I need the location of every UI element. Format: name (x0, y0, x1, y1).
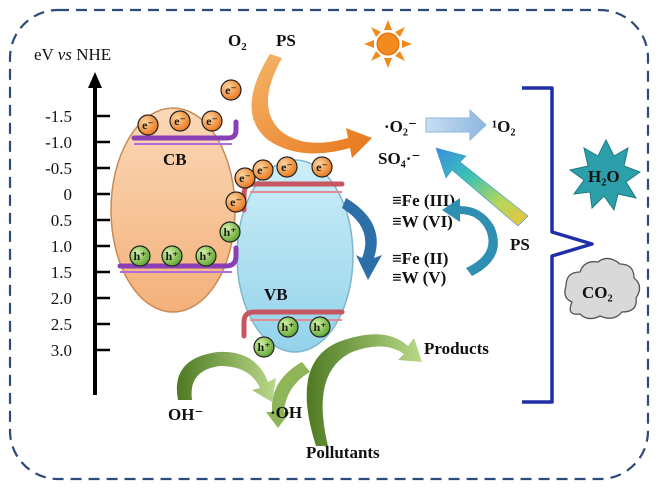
hole-group: h⁺ h⁺ h⁺ h⁺ h⁺ h⁺ h⁺ (129, 221, 331, 358)
water-label: H₂O (588, 167, 620, 186)
svg-text:h⁺: h⁺ (223, 225, 236, 239)
svg-text:e⁻: e⁻ (174, 114, 186, 128)
axis-tick-label: 2.0 (51, 289, 72, 308)
hydroxyl-radical-label: ·OH (270, 403, 302, 422)
vb-right-band-bar (241, 309, 345, 339)
right-bracket (522, 86, 594, 404)
axis-arrowhead (88, 72, 102, 88)
axis-tick-label: 3.0 (51, 341, 72, 360)
o2-label: O2 (228, 31, 247, 53)
svg-text:h⁺: h⁺ (257, 340, 270, 354)
electron-group: e⁻ e⁻ e⁻ e⁻ e⁻ e⁻ e⁻ e⁻ e⁻ (137, 79, 333, 213)
vb-left-band-bar (117, 245, 239, 269)
water-burst-icon (568, 138, 642, 212)
diagram-frame (8, 8, 650, 481)
electron: e⁻ (220, 79, 242, 101)
svg-text:h⁺: h⁺ (313, 320, 326, 334)
hole: h⁺ (309, 316, 331, 338)
svg-text:e⁻: e⁻ (230, 195, 242, 209)
axis-tick-label: 1.5 (51, 263, 72, 282)
svg-text:h⁺: h⁺ (165, 249, 178, 263)
axis-tick-label: 0 (64, 185, 73, 204)
cb-label: CB (163, 150, 187, 169)
electron: e⁻ (137, 114, 159, 136)
cb-band-bar (131, 119, 239, 141)
oh-to-radical-arrow (176, 351, 276, 402)
electron: e⁻ (225, 191, 247, 213)
pollutants-label: Pollutants (306, 443, 380, 462)
electron: e⁻ (252, 159, 274, 181)
svg-text:e⁻: e⁻ (206, 114, 218, 128)
hole: h⁺ (277, 316, 299, 338)
products-label: Products (424, 339, 489, 358)
ps-right-label: PS (510, 235, 530, 254)
ps-top-label: PS (276, 31, 296, 50)
superoxide-radical-label: ·O₂⁻ (384, 117, 417, 136)
svg-text:e⁻: e⁻ (281, 160, 293, 174)
hole: h⁺ (219, 221, 241, 243)
co2-label: CO₂ (582, 283, 613, 302)
axis-tick-label: 2.5 (51, 315, 72, 334)
fe2-to-fe3-arrow (442, 198, 498, 276)
hole: h⁺ (195, 245, 217, 267)
vb-to-fe2-arrow (342, 198, 382, 280)
energy-axis: eV vs NHE -1.5 -1.0 -0.5 0 0.5 1.0 1.5 2.0 2.5 3.… (34, 45, 111, 395)
pollutants-to-products-arrow (306, 334, 422, 446)
svg-text:e⁻: e⁻ (225, 83, 237, 97)
superoxide-to-singlet-arrow (425, 108, 487, 142)
sulfate-radical-label: SO₄·⁻ (378, 149, 420, 168)
axis-tick-label: 0.5 (51, 211, 72, 230)
hole: h⁺ (129, 245, 151, 267)
hole: h⁺ (253, 336, 275, 358)
svg-text:h⁺: h⁺ (199, 249, 212, 263)
axis-tick-label: 1.0 (51, 237, 72, 256)
svg-text:h⁺: h⁺ (133, 249, 146, 263)
singlet-oxygen-label: ¹O₂ (492, 117, 515, 136)
axis-tick-label: -1.5 (45, 107, 72, 126)
hole: h⁺ (161, 245, 183, 267)
w5-label: ≡W (V) (392, 268, 446, 287)
fe3-label: ≡Fe (III) (392, 191, 455, 210)
sun-icon (364, 20, 412, 68)
electron: e⁻ (234, 167, 256, 189)
electron: e⁻ (311, 156, 333, 178)
w6-label: ≡W (VI) (392, 212, 453, 231)
svg-text:e⁻: e⁻ (257, 163, 269, 177)
ps-to-sulfate-arrow (435, 147, 529, 227)
svg-text:e⁻: e⁻ (239, 171, 251, 185)
axis-tick-label: -0.5 (45, 159, 72, 178)
electron: e⁻ (169, 110, 191, 132)
hydroxide-label: OH⁻ (168, 405, 203, 424)
electron: e⁻ (276, 156, 298, 178)
vb-label: VB (264, 285, 288, 304)
orange-curved-arrow (251, 54, 372, 158)
fe2-label: ≡Fe (II) (392, 249, 448, 268)
holes-to-pollutants-arrow (266, 362, 310, 428)
svg-text:h⁺: h⁺ (281, 320, 294, 334)
axis-tick-label: -1.0 (45, 133, 72, 152)
svg-text:e⁻: e⁻ (316, 160, 328, 174)
svg-text:e⁻: e⁻ (142, 118, 154, 132)
axis-title: eV vs NHE (34, 45, 111, 64)
co2-cloud-icon (564, 257, 641, 320)
axis-ticks: -1.5 -1.0 -0.5 0 0.5 1.0 1.5 2.0 2.5 3.0 (45, 107, 110, 360)
electron: e⁻ (201, 110, 223, 132)
